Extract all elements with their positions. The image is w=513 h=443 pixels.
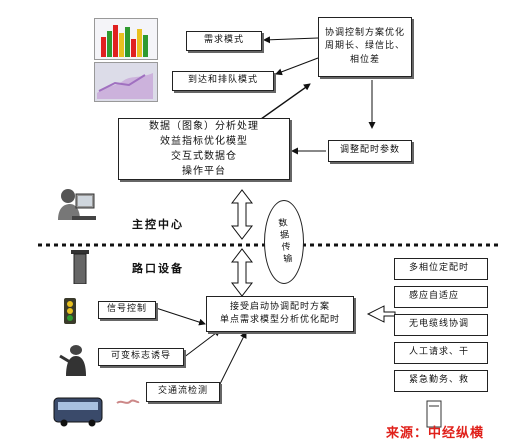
- right-option-label: 多相位定配时: [409, 263, 470, 274]
- data-analysis-label: 数据（图象）分析处理 效益指标优化模型 交互式数据仓 操作平台: [149, 121, 259, 177]
- right-option-emergency: 紧急勤务、救: [394, 370, 488, 392]
- signal-control-label: 信号控制: [106, 304, 147, 315]
- adjust-params-box: 调整配时参数: [328, 140, 412, 162]
- intersection-device-icon: [70, 250, 90, 285]
- data-transfer-oval: 数据传输: [264, 200, 304, 284]
- operator-computer-icon: [54, 186, 98, 224]
- demand-mode-label: 需求模式: [203, 35, 244, 46]
- right-option-fixed-timing: 多相位定配时: [394, 258, 488, 280]
- arrival-queue-mode-box: 到达和排队模式: [172, 71, 274, 91]
- variable-sign-label: 可变标志诱导: [110, 351, 171, 362]
- area-chart-icon: [94, 62, 158, 102]
- coordination-scheme-box: 协调控制方案优化周期长、绿信比、相位差: [318, 17, 412, 77]
- source-caption: 来源：中经纵横: [386, 426, 485, 441]
- bin-icon: [426, 400, 442, 428]
- right-option-label: 无电缆线协调: [409, 319, 470, 330]
- bus-icon: [52, 394, 104, 428]
- accept-scheme-box: 接受启动协调配时方案 单点需求模型分析优化配时: [206, 296, 354, 332]
- coordination-scheme-label: 协调控制方案优化周期长、绿信比、相位差: [324, 28, 405, 65]
- right-option-label: 感应自适应: [409, 291, 460, 302]
- right-option-adaptive: 感应自适应: [394, 286, 488, 308]
- traffic-light-icon: [60, 296, 80, 326]
- accept-scheme-label: 接受启动协调配时方案 单点需求模型分析优化配时: [219, 301, 340, 325]
- right-option-label: 紧急勤务、救: [409, 375, 470, 386]
- right-option-label: 人工请求、干: [409, 347, 470, 358]
- sign-scribble-icon: [116, 392, 140, 404]
- intersection-equipment-label: 路口设备: [132, 262, 184, 275]
- control-center-label: 主控中心: [132, 218, 184, 231]
- right-option-cableless: 无电缆线协调: [394, 314, 488, 336]
- demand-mode-box: 需求模式: [186, 31, 262, 51]
- bar-chart-icon: [94, 18, 158, 60]
- traffic-detection-box: 交通流检测: [146, 382, 220, 402]
- police-officer-icon: [54, 342, 94, 378]
- data-analysis-box: 数据（图象）分析处理 效益指标优化模型 交互式数据仓 操作平台: [118, 118, 290, 180]
- signal-control-box: 信号控制: [98, 301, 156, 319]
- arrival-queue-mode-label: 到达和排队模式: [187, 75, 258, 86]
- adjust-params-label: 调整配时参数: [339, 145, 400, 156]
- right-option-manual-request: 人工请求、干: [394, 342, 488, 364]
- data-transfer-label: 数据传输: [276, 217, 293, 267]
- traffic-detection-label: 交通流检测: [157, 386, 208, 397]
- variable-sign-box: 可变标志诱导: [98, 348, 184, 366]
